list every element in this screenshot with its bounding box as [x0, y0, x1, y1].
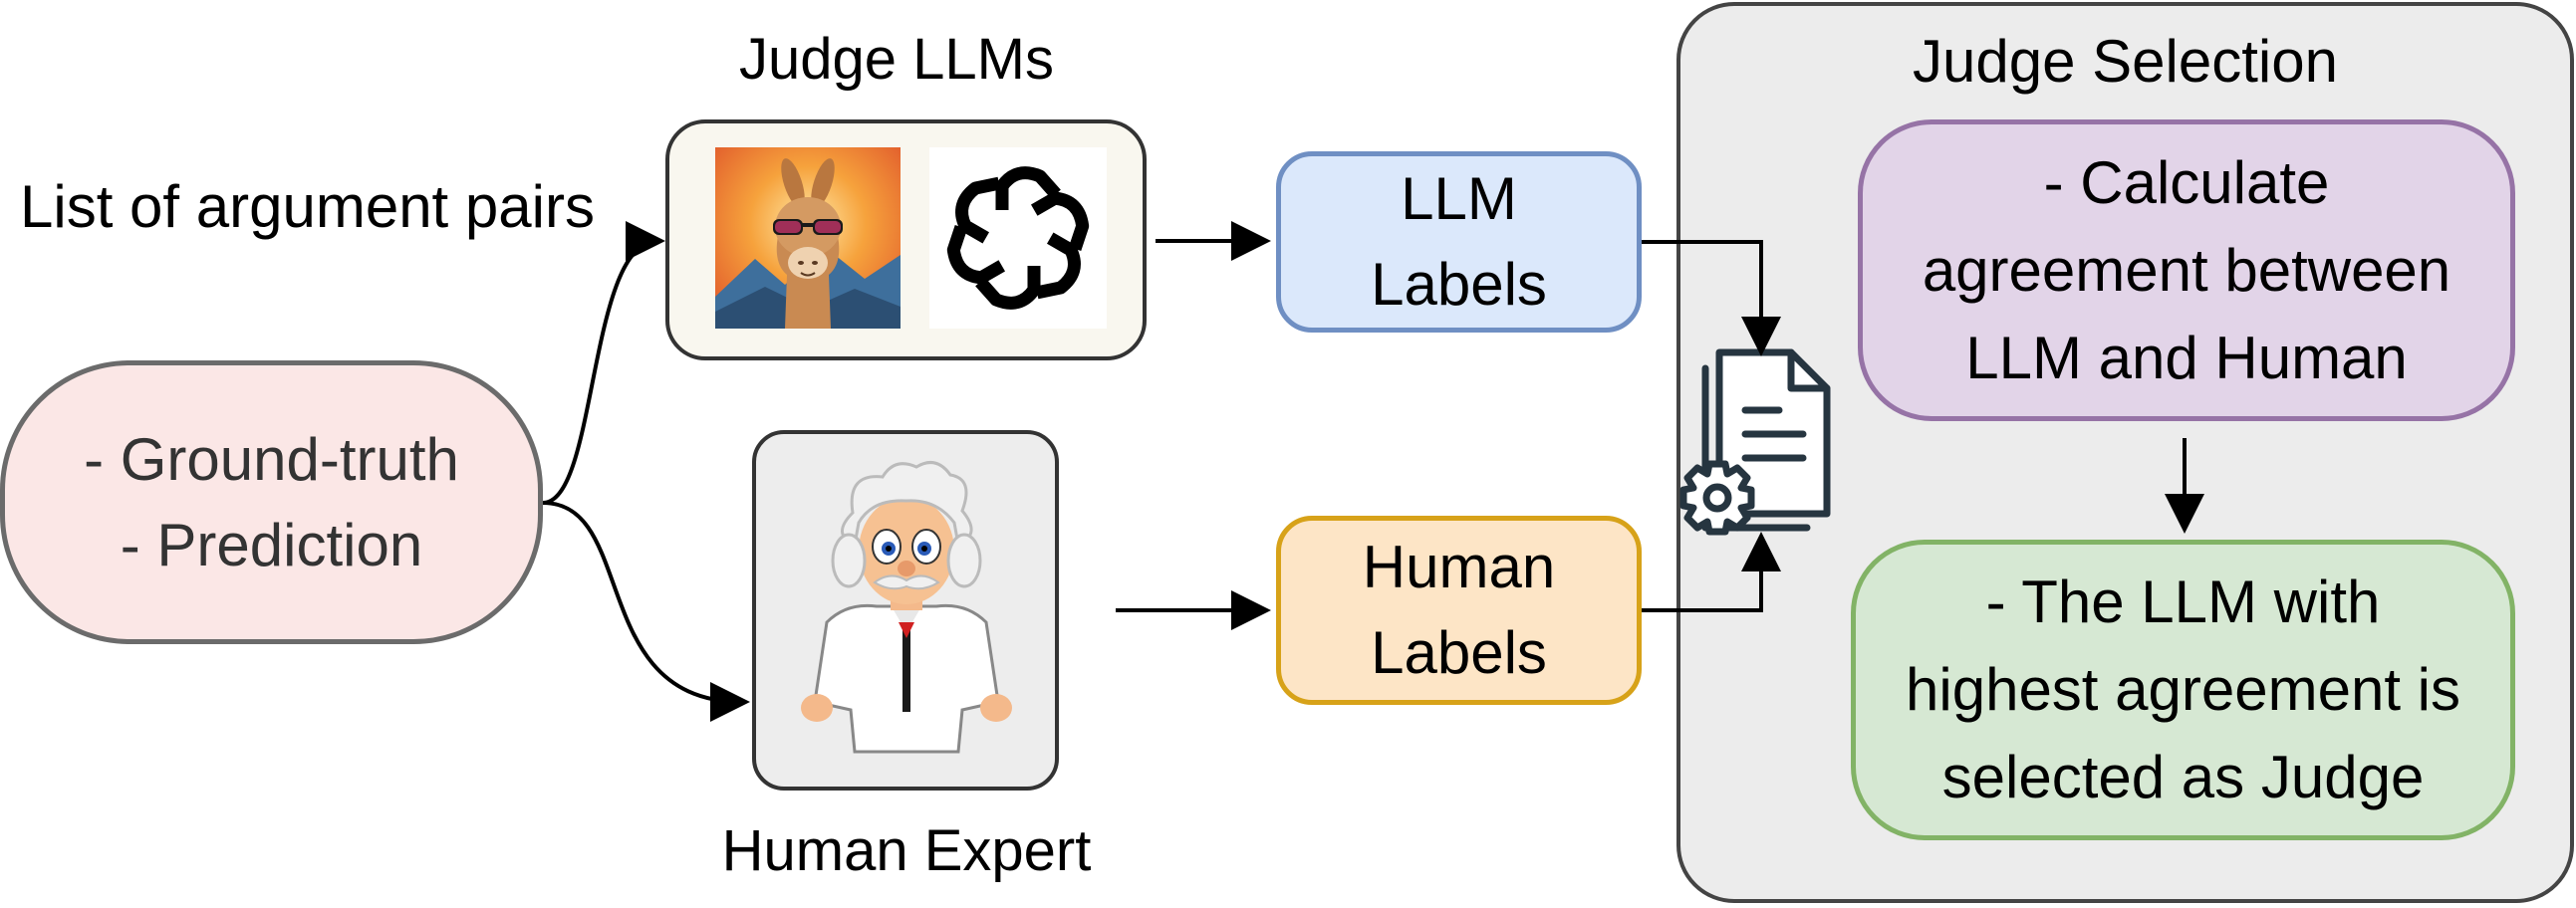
- openai-logo-icon: [929, 147, 1107, 329]
- llama-icon: [715, 147, 901, 329]
- arrow-input-to-llms: [542, 221, 665, 505]
- ground-truth-item: - Ground-truth: [84, 425, 459, 493]
- select-judge-box: - The LLM with highest agreement is sele…: [1851, 540, 2515, 840]
- input-title-line-2: argument pairs: [195, 173, 595, 240]
- arrow-llm-labels-to-doc: [1642, 240, 1781, 356]
- prediction-item: - Prediction: [120, 511, 423, 578]
- argument-pairs-box: - Ground-truth - Prediction: [0, 360, 543, 644]
- calc-line-3: LLM and Human: [1965, 324, 2408, 391]
- arrow-input-to-expert: [542, 501, 750, 722]
- llm-labels-box: LLM Labels: [1276, 151, 1642, 333]
- human-labels-line-1: Human: [1362, 534, 1556, 600]
- result-line-2: highest agreement is: [1906, 656, 2460, 723]
- human-labels-line-2: Labels: [1371, 619, 1547, 686]
- scientist-icon: [787, 453, 1026, 762]
- judge-llms-title: Judge LLMs: [739, 27, 1054, 92]
- llm-labels-line-2: Labels: [1371, 251, 1547, 318]
- human-expert-title: Human Expert: [721, 818, 1092, 883]
- judge-selection-title: Judge Selection: [1913, 28, 2338, 95]
- llm-labels-line-1: LLM: [1401, 165, 1517, 232]
- arrow-human-labels-to-doc: [1642, 532, 1781, 612]
- result-line-3: selected as Judge: [1941, 744, 2425, 810]
- input-title: List of argument pairs: [20, 164, 595, 250]
- calc-line-1: - Calculate: [2043, 148, 2330, 216]
- human-labels-box: Human Labels: [1276, 516, 1642, 705]
- input-title-line-1: List of: [20, 173, 180, 240]
- calculate-agreement-box: - Calculate agreement between LLM and Hu…: [1858, 119, 2515, 421]
- result-line-1: - The LLM with: [1985, 568, 2381, 635]
- calc-line-2: agreement between: [1922, 236, 2451, 304]
